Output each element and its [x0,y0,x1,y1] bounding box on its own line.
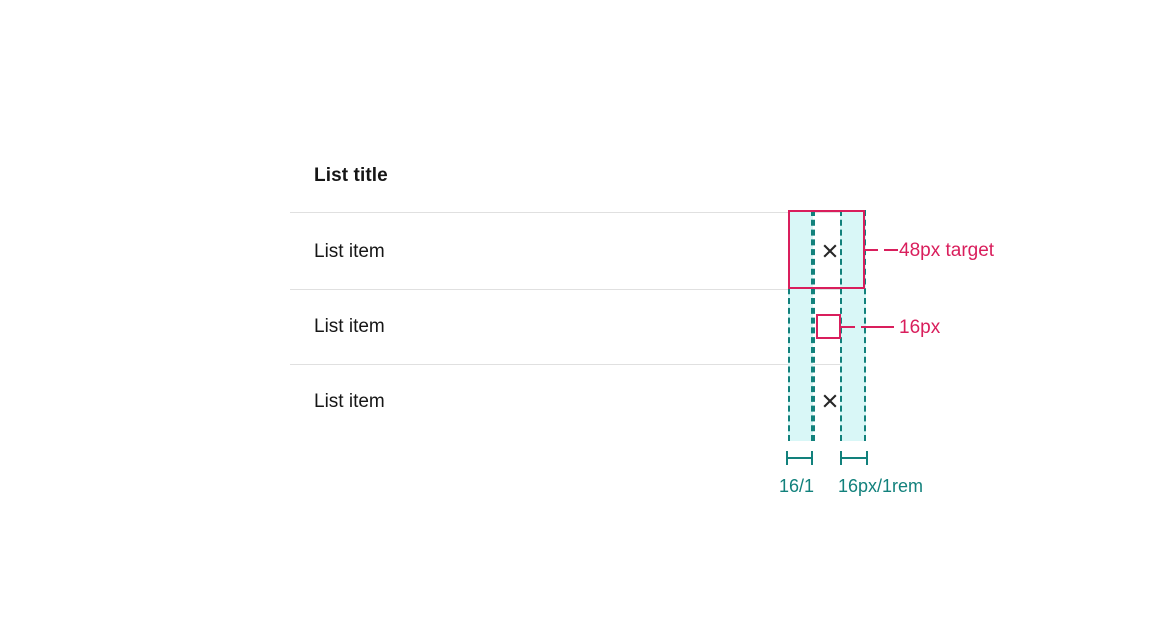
measure-bar [786,457,813,459]
measure-cap-end [866,451,868,465]
list-divider-2 [290,364,866,365]
measure-label-margin: 16px/1rem [838,476,924,496]
leader-line-48px [884,249,898,251]
measure-bar [840,457,868,459]
measure-label-padding: 16/1 [779,476,815,496]
measure-span-margin [840,451,868,465]
close-icon[interactable] [820,391,840,411]
list-divider-top [290,212,866,213]
touch-target-box-48px [788,210,865,289]
list-item-label: List item [314,316,385,337]
leader-line-16px [841,326,855,328]
guide-line-center [813,210,815,441]
guide-column-right [840,210,866,441]
leader-line-16px [861,326,894,328]
list-item-label: List item [314,241,385,262]
icon-size-box-16px [816,314,841,339]
list-divider-1 [290,289,866,290]
list-item-label: List item [314,391,385,412]
guide-column-left [788,210,813,441]
annotation-label-16px: 16px [899,317,941,338]
measure-span-padding [786,451,813,465]
close-icon[interactable] [820,241,840,261]
annotation-label-48px-target: 48px target [899,240,995,261]
list-title: List title [314,165,388,186]
measure-cap-end [811,451,813,465]
leader-line-48px [865,249,878,251]
